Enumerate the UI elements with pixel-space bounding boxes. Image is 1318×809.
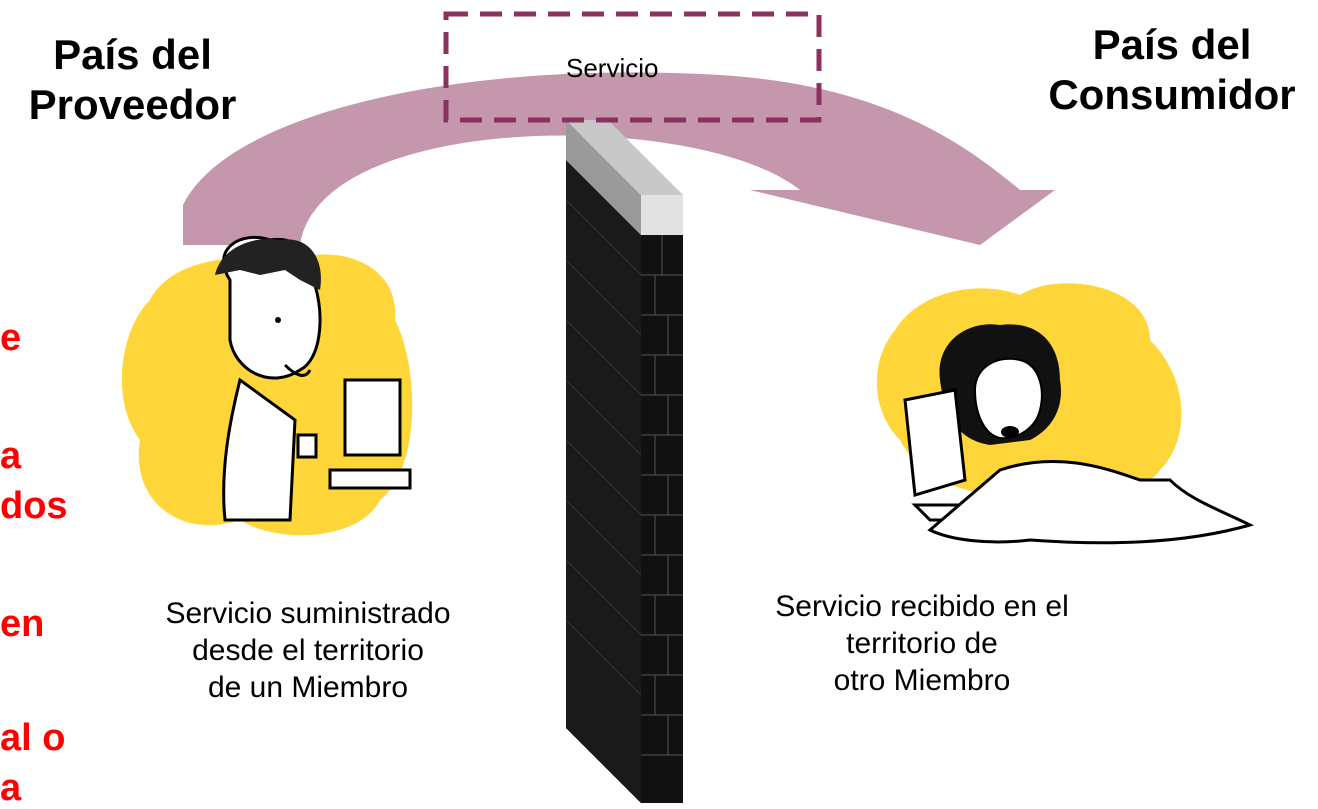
wall-cap-side xyxy=(566,120,641,235)
consumer-country-line1: País del xyxy=(1092,21,1252,68)
consumer-caption: Servicio recibido en el territorio de ot… xyxy=(712,588,1132,699)
provider-caption-line2: desde el territorio xyxy=(192,634,424,667)
wall-cap-front xyxy=(641,195,683,235)
trade-barrier-wall xyxy=(565,120,683,803)
provider-country-line1: País del xyxy=(53,31,212,78)
wall-cap-top xyxy=(566,120,683,195)
left-fragment-6: a xyxy=(0,767,22,809)
left-fragment-5: al o xyxy=(0,717,66,759)
provider-caption: Servicio suministrado desde el territori… xyxy=(108,595,508,706)
consumer-person-illustration xyxy=(876,283,1255,545)
service-flow-arrow xyxy=(183,72,1055,245)
left-fragment-2: a xyxy=(0,435,22,477)
consumer-caption-line3: otro Miembro xyxy=(833,664,1011,697)
wall-bricks xyxy=(565,199,683,756)
service-dashed-box xyxy=(443,11,822,123)
provider-caption-line3: de un Miembro xyxy=(207,671,409,704)
service-box-label: Servicio xyxy=(566,53,659,83)
consumer-country-label: País del Consumidor xyxy=(1022,20,1318,120)
provider-yellow-blob xyxy=(121,254,413,536)
left-fragment-1: e xyxy=(0,317,22,359)
consumer-country-line2: Consumidor xyxy=(1048,71,1296,118)
left-fragment-3: dos xyxy=(0,485,68,527)
left-fragment-4: en xyxy=(0,603,45,645)
provider-country-label: País del Proveedor xyxy=(20,30,245,130)
consumer-caption-line2: territorio de xyxy=(846,627,998,660)
consumer-caption-line1: Servicio recibido en el xyxy=(775,590,1069,623)
provider-country-line2: Proveedor xyxy=(28,81,237,128)
provider-person-illustration xyxy=(121,235,413,536)
provider-caption-line1: Servicio suministrado xyxy=(165,597,451,630)
